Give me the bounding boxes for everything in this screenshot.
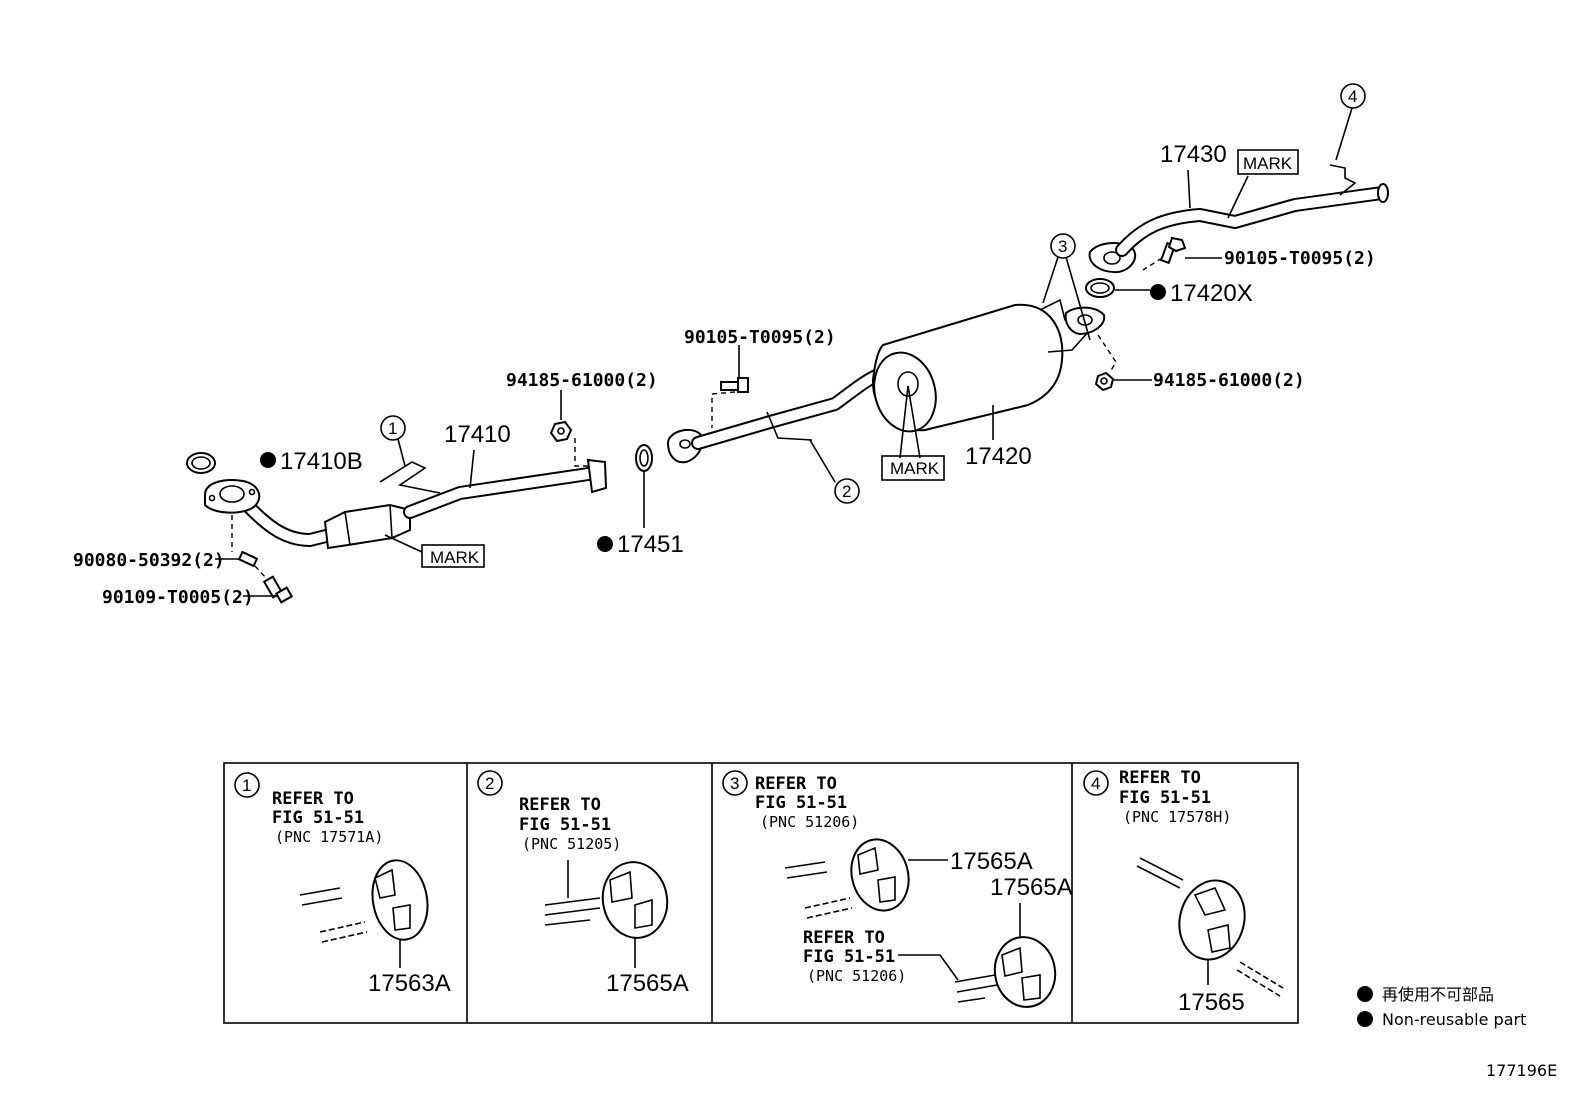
front-flange: [204, 479, 261, 514]
detail-panel-2: 2 REFER TO FIG 51-51 (PNC 51205) 17565A: [477, 770, 689, 997]
bolt-90109: [262, 575, 294, 604]
part-number-17451: 17451: [617, 531, 684, 558]
part-number-17410b: 17410B: [280, 448, 363, 475]
svg-text:(PNC 51205): (PNC 51205): [522, 835, 621, 853]
svg-text:4: 4: [1348, 87, 1357, 106]
legend-jp: 再使用不可部品: [1382, 985, 1494, 1004]
figure-id: 177196E: [1486, 1061, 1557, 1080]
center-pipe-and-muffler: [666, 298, 1106, 464]
part-number-94185-right: 94185-61000(2): [1153, 370, 1305, 391]
svg-text:(PNC 51206): (PNC 51206): [760, 813, 859, 831]
part-number-94185-left: 94185-61000(2): [506, 370, 658, 391]
rubber-hanger-17565a-panel2: [601, 861, 669, 939]
stud-bolt-90080: [237, 550, 259, 568]
non-reusable-marker: [260, 452, 276, 468]
svg-text:FIG 51-51: FIG 51-51: [272, 808, 364, 828]
part-number-90109: 90109-T0005(2): [102, 587, 254, 608]
svg-text:(PNC 51206): (PNC 51206): [807, 967, 906, 985]
svg-text:1: 1: [242, 776, 251, 795]
bolt-90105-right: [1159, 236, 1187, 265]
legend-en: Non-reusable part: [1382, 1010, 1526, 1029]
rubber-hanger-17565: [1178, 879, 1246, 961]
detail-panel-3: 3 REFER TO FIG 51-51 (PNC 51206) 17565A …: [722, 770, 1073, 1008]
part-number-17420x: 17420X: [1170, 280, 1253, 307]
svg-text:REFER TO: REFER TO: [1119, 768, 1201, 788]
svg-text:FIG 51-51: FIG 51-51: [519, 815, 611, 835]
mark-label-tail: MARK: [1243, 154, 1293, 173]
part-number-17563a: 17563A: [368, 970, 451, 997]
svg-text:REFER TO: REFER TO: [755, 774, 837, 794]
mark-label-muffler: MARK: [890, 459, 940, 478]
bolt-90105-middle: [720, 377, 749, 393]
part-number-17565: 17565: [1178, 989, 1245, 1016]
non-reusable-marker: [1150, 284, 1166, 300]
rubber-hanger-17565a-panel3-top: [850, 838, 910, 912]
svg-text:FIG 51-51: FIG 51-51: [803, 947, 895, 967]
part-number-17565a-panel3-top: 17565A: [950, 848, 1033, 875]
gasket-17410b: [186, 452, 216, 474]
part-number-90080: 90080-50392(2): [73, 550, 225, 571]
gasket-17420x: [1085, 278, 1115, 298]
nut-94185-right: [1094, 371, 1115, 392]
part-number-90105-middle: 90105-T0095(2): [684, 327, 836, 348]
part-number-17410: 17410: [444, 421, 511, 448]
svg-text:4: 4: [1091, 774, 1100, 793]
legend: 再使用不可部品 Non-reusable part: [1357, 985, 1526, 1029]
non-reusable-marker: [1357, 986, 1373, 1002]
callout-2: [834, 478, 860, 504]
non-reusable-marker: [597, 536, 613, 552]
callout-1: [380, 415, 406, 441]
gasket-17451: [635, 444, 653, 472]
svg-text:1: 1: [388, 419, 397, 438]
svg-text:(PNC 17578H): (PNC 17578H): [1123, 808, 1231, 826]
svg-text:FIG 51-51: FIG 51-51: [1119, 788, 1211, 808]
non-reusable-marker: [1357, 1011, 1373, 1027]
part-number-17565a-panel2: 17565A: [606, 970, 689, 997]
callout-3: [1050, 233, 1076, 259]
detail-panel-1: 1 REFER TO FIG 51-51 (PNC 17571A) 17563A: [234, 772, 451, 997]
svg-text:2: 2: [485, 774, 494, 793]
part-number-17565a-panel3-bottom: 17565A: [990, 874, 1073, 901]
detail-panel-4: 4 REFER TO FIG 51-51 (PNC 17578H) 17565: [1083, 768, 1284, 1016]
rubber-hanger-17563a: [371, 859, 429, 941]
detail-panels: [223, 762, 1299, 1024]
svg-text:FIG 51-51: FIG 51-51: [755, 793, 847, 813]
rubber-hanger-17565a-panel3-bottom: [993, 936, 1057, 1008]
part-number-90105-right: 90105-T0095(2): [1224, 248, 1376, 269]
callout-4: [1340, 83, 1366, 109]
part-number-17430: 17430: [1160, 141, 1227, 168]
svg-text:3: 3: [730, 774, 739, 793]
svg-text:(PNC 17571A): (PNC 17571A): [275, 828, 383, 846]
svg-text:REFER TO: REFER TO: [803, 928, 885, 948]
svg-text:REFER TO: REFER TO: [519, 795, 601, 815]
svg-text:2: 2: [842, 482, 851, 501]
svg-text:3: 3: [1058, 237, 1067, 256]
part-number-17420: 17420: [965, 443, 1032, 470]
tail-pipe: [1088, 164, 1389, 274]
nut-94185-left: [549, 420, 573, 443]
svg-text:REFER TO: REFER TO: [272, 789, 354, 809]
mark-label-front: MARK: [430, 548, 480, 567]
